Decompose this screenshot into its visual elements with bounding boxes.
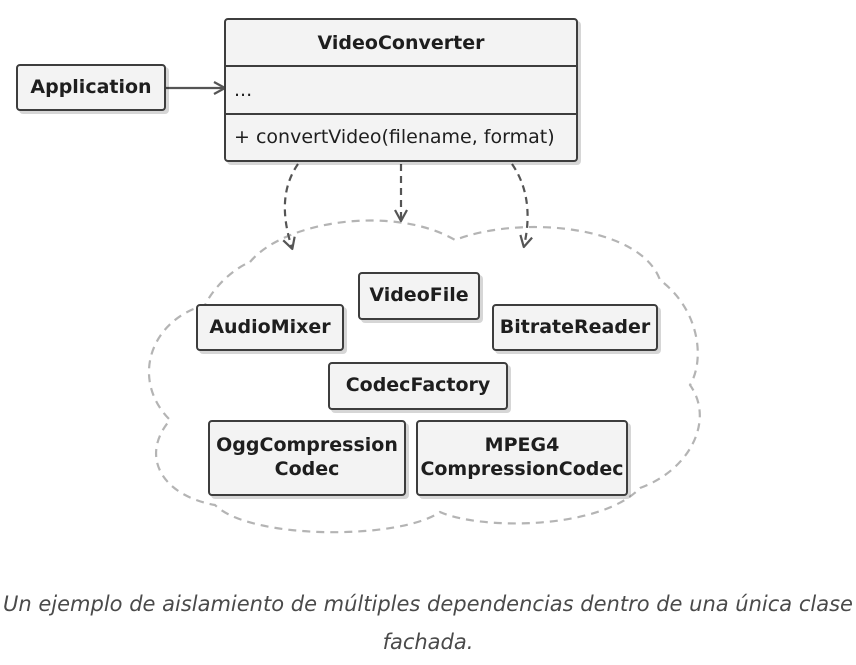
mpeg4compressioncodec-class: MPEG4 CompressionCodec — [416, 420, 628, 496]
codecfactory-label: CodecFactory — [345, 374, 491, 397]
videofile-label: VideoFile — [369, 284, 469, 307]
videoconverter-class: VideoConverter ... + convertVideo(filena… — [224, 18, 578, 162]
dependency-arrow-right — [511, 163, 533, 249]
diagram-connectors — [147, 81, 701, 534]
figure-caption: Un ejemplo de aislamiento de múltiples d… — [3, 592, 853, 654]
mpeg4-label-line2: CompressionCodec — [420, 458, 624, 480]
audiomixer-class: AudioMixer — [196, 304, 344, 351]
oggcompressioncodec-class: OggCompression Codec — [208, 420, 406, 496]
ogg-label-line2: Codec — [274, 458, 340, 480]
class-methods: + convertVideo(filename, format) — [234, 126, 555, 148]
mpeg4-label-line1: MPEG4 — [484, 434, 560, 457]
codecfactory-class: CodecFactory — [328, 362, 508, 410]
application-label: Application — [30, 75, 152, 98]
audiomixer-label: AudioMixer — [209, 315, 331, 338]
facade-diagram: Application VideoConverter ... + convert… — [16, 18, 701, 534]
ogg-label-line1: OggCompression — [216, 434, 398, 457]
videofile-class: VideoFile — [358, 272, 480, 320]
bitratereader-class: BitrateReader — [492, 304, 658, 351]
subsystem-cloud — [147, 219, 701, 534]
application-class: Application — [16, 64, 166, 111]
bitratereader-label: BitrateReader — [499, 315, 651, 338]
class-fields: ... — [226, 67, 576, 115]
dependency-arrow-left — [282, 163, 299, 251]
class-name: VideoConverter — [226, 20, 576, 67]
